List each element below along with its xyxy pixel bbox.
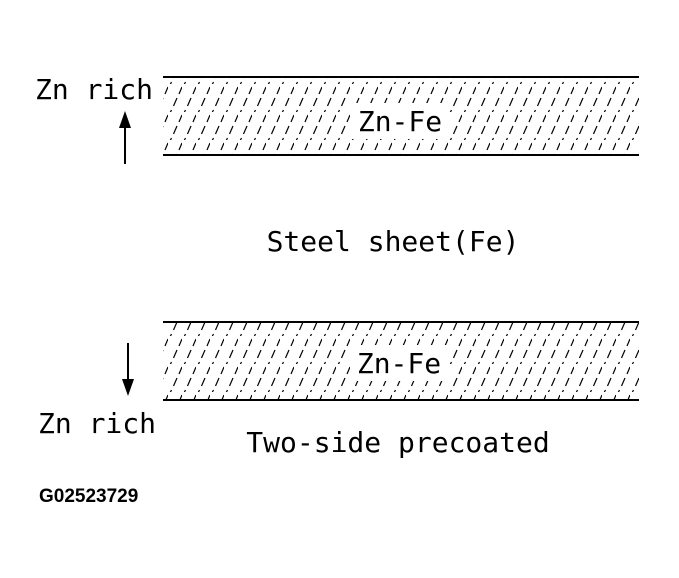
- top-coating-layer: Zn-Fe: [163, 76, 639, 156]
- down-arrow-icon: [122, 343, 134, 396]
- figure-code: G02523729: [39, 486, 138, 507]
- top-layer-material-label: Zn-Fe: [358, 105, 442, 138]
- bottom-coating-layer: Zn-Fe: [163, 321, 639, 401]
- bottom-layer-label-background: [350, 345, 450, 381]
- diagram-caption: Two-side precoated: [246, 426, 549, 459]
- top-layer-label-background: [352, 103, 448, 139]
- top-zn-rich-label: Zn rich: [35, 73, 153, 106]
- up-arrow-icon: [119, 111, 131, 164]
- substrate-label: Steel sheet(Fe): [267, 225, 520, 258]
- bottom-zn-rich-label: Zn rich: [38, 407, 156, 440]
- bottom-layer-material-label: Zn-Fe: [357, 347, 441, 380]
